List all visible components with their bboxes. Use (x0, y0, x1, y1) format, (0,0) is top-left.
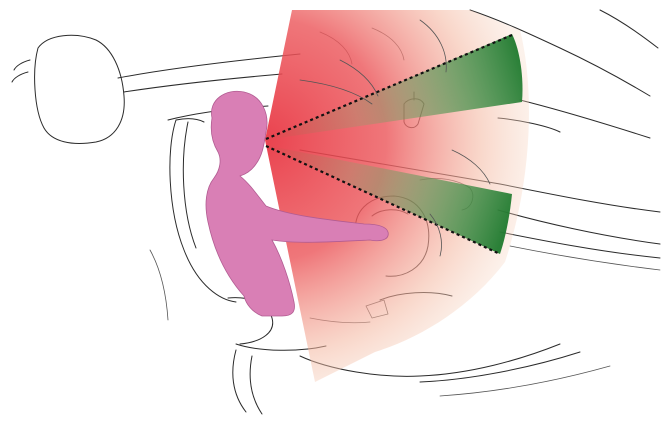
headrest (35, 35, 125, 143)
field-of-view-zones (265, 10, 529, 382)
